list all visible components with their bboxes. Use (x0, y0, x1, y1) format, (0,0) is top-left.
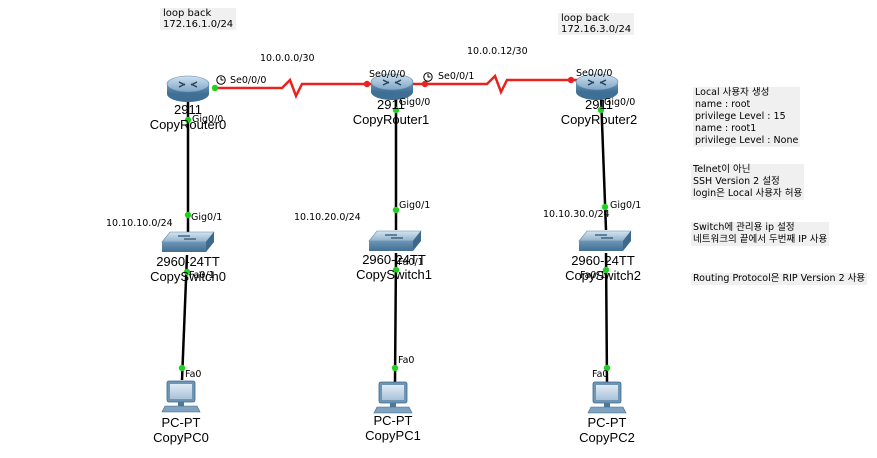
link-status-dots (178, 76, 611, 372)
pc-model-label: PC-PT (373, 413, 413, 428)
note-line: privilege Level : None (695, 135, 799, 146)
link-up-dot (421, 80, 429, 88)
clock-icon (423, 72, 433, 82)
port-label: Se0/0/0 (576, 68, 613, 79)
port-label: Fa0/1 (580, 270, 606, 281)
link-up-dot (567, 76, 575, 84)
loopback-title: loop back (163, 8, 212, 19)
pc-name-label: CopyPC0 (153, 430, 209, 445)
link-up-dot (178, 364, 186, 372)
link-up-dot (392, 106, 400, 114)
port-label: Gig0/0 (192, 114, 224, 125)
switch-name-label: CopySwitch0 (150, 269, 226, 284)
loopback-label: loop back 172.16.1.0/24 (160, 8, 237, 30)
link-up-dot (392, 206, 400, 214)
link-sw2-pc2[interactable] (604, 252, 609, 384)
pc-icon[interactable] (587, 381, 627, 414)
network-label: 10.10.30.0/24 (543, 209, 610, 220)
switch-name-label: CopySwitch1 (356, 267, 432, 282)
port-label: Gig0/1 (399, 200, 431, 211)
switch-icon[interactable] (368, 230, 422, 251)
note-line: Telnet이 아닌 (693, 164, 751, 175)
port-label: Fa0 (592, 369, 609, 380)
note-line: Routing Protocol은 RIP Version 2 사용 (693, 273, 866, 284)
port-label: Gig0/0 (604, 97, 636, 108)
network-label: 10.10.20.0/24 (294, 212, 361, 223)
router-model-label: 2911 (585, 97, 613, 112)
clock-icon (216, 75, 226, 85)
pc-model-label: PC-PT (587, 415, 627, 430)
port-label: Fa0 (398, 355, 415, 366)
port-label: Gig0/1 (610, 200, 642, 211)
port-label: Gig0/0 (399, 97, 431, 108)
link-sw0-pc0[interactable] (180, 254, 189, 381)
loopback-network: 172.16.1.0/24 (163, 19, 234, 30)
router-model-label: 2911 (174, 102, 202, 117)
link-up-dot (392, 266, 400, 274)
router-name-label: CopyRouter0 (149, 117, 227, 132)
pc-icon[interactable] (373, 381, 413, 414)
note-line: login은 Local 사용자 허용 (693, 188, 803, 199)
port-label: Se0/0/0 (230, 75, 267, 86)
switch-icon[interactable] (161, 231, 215, 252)
loopback-title: loop back (561, 13, 610, 24)
port-label: Fa0/1 (189, 270, 215, 281)
note-line: Switch에 관리용 ip 설정 (693, 222, 795, 233)
loopback-label: loop back 172.16.3.0/24 (558, 13, 635, 35)
link-up-dot (603, 364, 611, 372)
switch-icon[interactable] (578, 230, 632, 251)
router-icon[interactable] (575, 73, 619, 100)
link-up-dot (363, 80, 371, 88)
switch-name-label: CopySwitch2 (565, 268, 641, 283)
pc-model-label: PC-PT (161, 415, 201, 430)
port-label: Fa0 (185, 369, 202, 380)
serial-link-r1-r2[interactable] (412, 73, 580, 96)
link-sw1-pc1[interactable] (393, 252, 398, 384)
pc-name-label: CopyPC1 (365, 428, 421, 443)
switch-model-label: 2960-24TT (571, 253, 635, 268)
network-label: 10.10.10.0/24 (106, 218, 173, 229)
link-up-dot (601, 203, 609, 211)
note-routing: Routing Protocol은 RIP Version 2 사용 (691, 273, 868, 285)
router-model-label: 2911 (377, 97, 405, 112)
link-up-dot (211, 84, 219, 92)
network-label: 10.0.0.12/30 (467, 46, 528, 57)
network-label: 10.0.0.0/30 (260, 53, 315, 64)
note-line: SSH Version 2 설정 (693, 176, 780, 187)
note-line: name : root1 (695, 123, 757, 134)
pc-icon[interactable] (161, 380, 201, 413)
note-line: Local 사용자 생성 (695, 87, 770, 98)
pc-name-label: CopyPC2 (579, 430, 635, 445)
note-local-user: Local 사용자 생성 name : root privilege Level… (693, 87, 801, 147)
link-up-dot (184, 116, 192, 124)
router-icon[interactable] (370, 73, 414, 100)
port-label: Se0/0/0 (369, 69, 406, 80)
note-line: name : root (695, 99, 751, 110)
note-switch-ip: Switch에 관리용 ip 설정 네트워크의 끝에서 두번째 IP 사용 (691, 222, 830, 246)
note-line: 네트워크의 끝에서 두번째 IP 사용 (693, 234, 828, 245)
port-label: Fa0/1 (398, 257, 424, 268)
router-name-label: CopyRouter2 (560, 112, 638, 127)
link-up-dot (391, 364, 399, 372)
loopback-network: 172.16.3.0/24 (561, 24, 632, 35)
port-label: Se0/0/1 (438, 71, 475, 82)
link-up-dot (597, 106, 605, 114)
note-line: privilege Level : 15 (695, 111, 786, 122)
link-up-dot (184, 211, 192, 219)
switch-model-label: 2960-24TT (156, 254, 220, 269)
serial-link-r0-r1[interactable] (215, 77, 385, 100)
link-up-dot (183, 268, 191, 276)
router-name-label: CopyRouter1 (352, 112, 430, 127)
switch-model-label: 2960-24TT (362, 252, 426, 267)
link-up-dot (602, 266, 610, 274)
router-icon[interactable] (166, 75, 210, 102)
note-telnet: Telnet이 아닌 SSH Version 2 설정 login은 Local… (691, 164, 805, 200)
port-label: Gig0/1 (191, 212, 223, 223)
